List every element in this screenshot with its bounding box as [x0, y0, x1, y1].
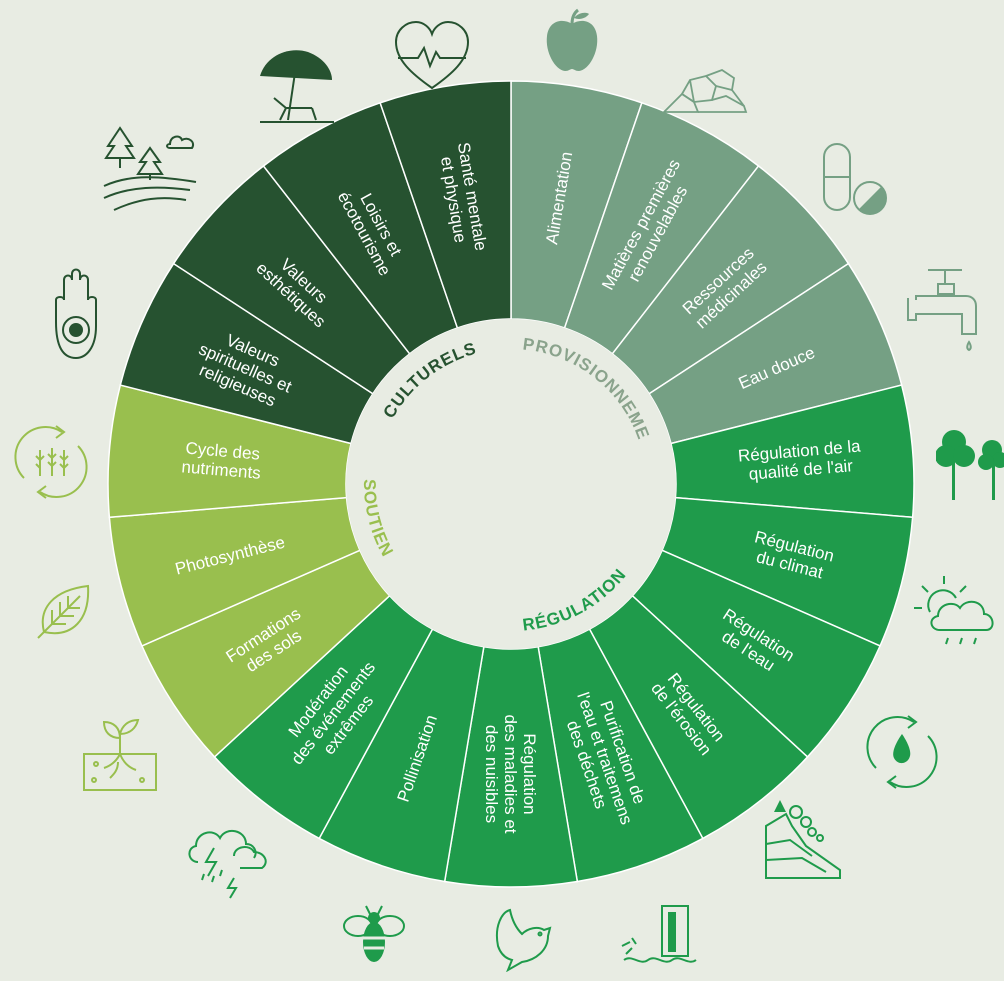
beach-umbrella-icon [260, 50, 334, 123]
wheel-segment: Purification del'eau et traitemensdes dé… [537, 628, 704, 883]
wheel-segment: Loisirs etécotourisme [262, 101, 459, 355]
bird-icon [496, 908, 552, 972]
wheel-segment: Matières premièresrenouvelables [563, 101, 760, 355]
water-cycle-icon [866, 715, 938, 789]
wheel-segment: Régulationde l'érosion [588, 594, 809, 840]
wheel-segment: Ressourcesmédicinales [611, 164, 850, 395]
landscape-icon [103, 126, 197, 211]
segment-label-line: des maladies et [501, 714, 520, 833]
heart-pulse-icon [394, 20, 470, 90]
wheel-segment: Valeursspirituelles etreligieuses [119, 262, 374, 445]
storm-icon [188, 829, 267, 899]
bee-icon [343, 905, 405, 962]
rocks-icon [661, 68, 748, 113]
hand-icon [55, 268, 97, 360]
segment-label-line: des nuisibles [482, 725, 501, 823]
leaf-icon [37, 584, 90, 639]
segment-label-line: Régulation [520, 733, 539, 814]
sprout-icon [83, 718, 157, 791]
wheel-segment: Régulationdes maladies etdes nuisibles [443, 645, 579, 888]
sun-cloud-rain-icon [914, 576, 994, 645]
wheel-segment: Santé mentaleet physique [379, 80, 512, 329]
wheel-segment: Cycle desnutriments [107, 384, 352, 519]
trees-icon [936, 430, 1004, 500]
apple-icon [546, 8, 598, 71]
wheel-segment: Eau douce [648, 262, 903, 445]
wheel-segment: Pollinisation [318, 628, 485, 883]
water-treatment-icon [621, 905, 697, 963]
erosion-icon [765, 798, 841, 879]
water-tap-icon [907, 269, 977, 352]
pills-icon [823, 143, 887, 215]
segment-label: Cycle desnutriments [181, 438, 263, 482]
wheel-segment: Régulationdu climat [661, 496, 914, 647]
segment-label: Régulationdes maladies etdes nuisibles [482, 714, 539, 833]
inner-circle [346, 319, 676, 649]
wheat-cycle-icon [14, 425, 88, 499]
